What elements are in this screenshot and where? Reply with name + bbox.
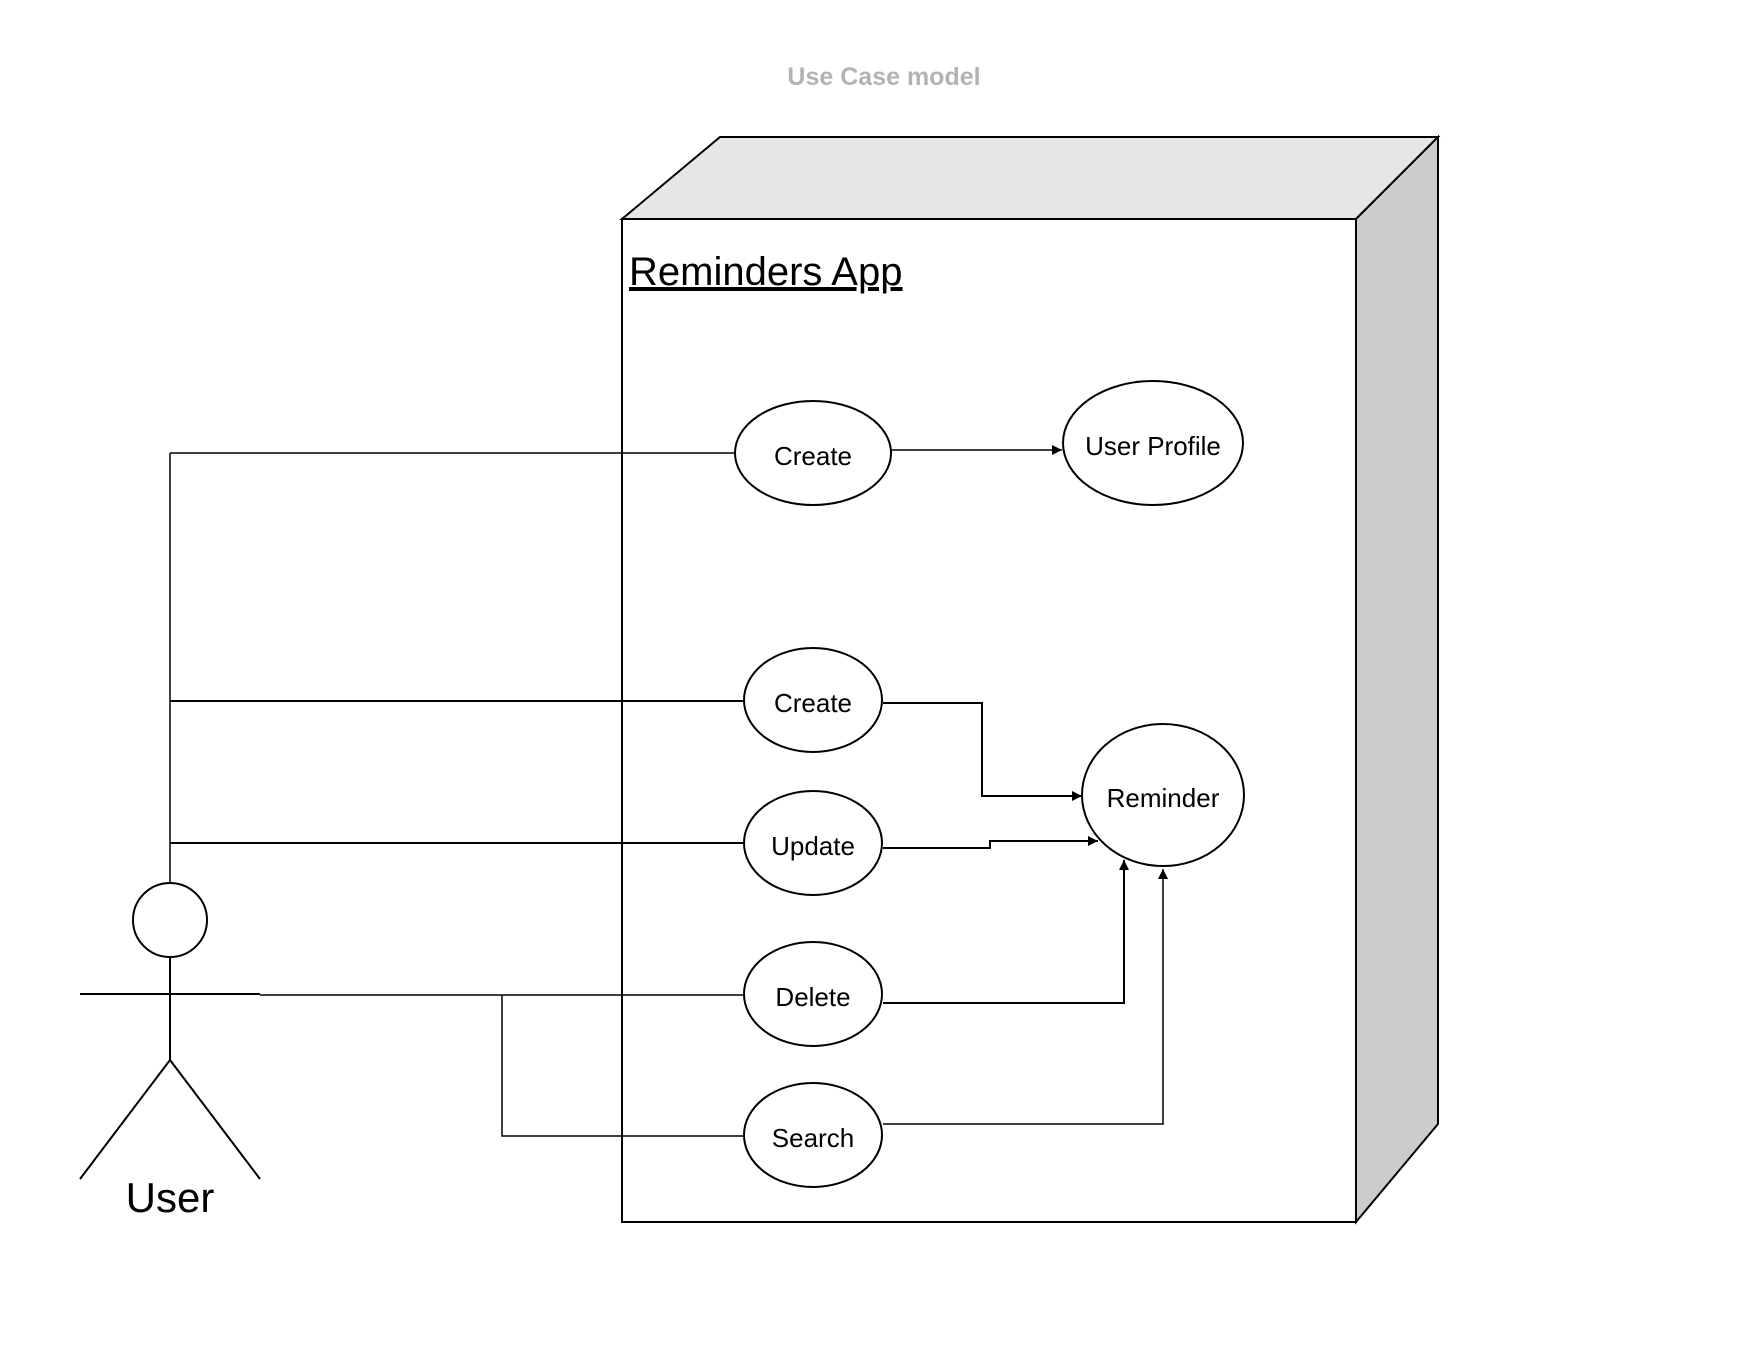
use-case-user-profile-label: User Profile xyxy=(1085,431,1221,461)
use-case-search-reminder-ellipse xyxy=(743,1082,883,1188)
use-case-user-profile-ellipse xyxy=(1062,380,1244,506)
actor-right-leg xyxy=(169,1059,261,1180)
system-box-side xyxy=(1355,134,1439,1225)
system-name: Reminders App xyxy=(629,250,902,294)
create-to-reminder-arrow xyxy=(883,702,1082,801)
system-boundary-node: Reminders App xyxy=(619,134,1441,1225)
use-case-create-profile-ellipse xyxy=(734,400,892,506)
use-case-delete-reminder-ellipse xyxy=(743,941,883,1047)
use-case-user-profile[interactable]: User Profile xyxy=(1062,380,1244,506)
search-to-reminder-arrow xyxy=(883,869,1168,1125)
use-case-create-reminder-ellipse xyxy=(743,647,883,753)
use-case-reminder-ellipse xyxy=(1081,723,1245,867)
system-box-front xyxy=(621,218,1357,1223)
actor-user[interactable]: User xyxy=(79,882,261,1221)
connectors xyxy=(169,445,1168,1137)
use-case-create-reminder-label: Create xyxy=(774,688,852,718)
actor-head xyxy=(132,882,208,958)
use-case-search-reminder[interactable]: Search xyxy=(743,1082,883,1188)
use-case-update-reminder-ellipse xyxy=(743,790,883,896)
delete-to-reminder-arrow xyxy=(883,860,1129,1004)
use-case-delete-reminder[interactable]: Delete xyxy=(743,941,883,1047)
actor-name: User xyxy=(126,1174,215,1221)
use-case-update-reminder-label: Update xyxy=(771,831,855,861)
use-case-reminder[interactable]: Reminder xyxy=(1081,723,1245,867)
use-case-update-reminder[interactable]: Update xyxy=(743,790,883,896)
use-case-delete-reminder-label: Delete xyxy=(775,982,850,1012)
system-box-top xyxy=(619,136,1441,220)
actor-left-leg xyxy=(79,1059,171,1180)
use-case-create-profile-label: Create xyxy=(774,441,852,471)
use-case-create-profile[interactable]: Create xyxy=(734,400,892,506)
use-case-reminder-label: Reminder xyxy=(1107,783,1220,813)
assoc-search-reminder xyxy=(501,995,746,1137)
use-case-create-reminder[interactable]: Create xyxy=(743,647,883,753)
diagram-title: Use Case model xyxy=(787,63,980,91)
update-to-reminder-arrow xyxy=(883,836,1098,849)
use-case-search-reminder-label: Search xyxy=(772,1123,854,1153)
